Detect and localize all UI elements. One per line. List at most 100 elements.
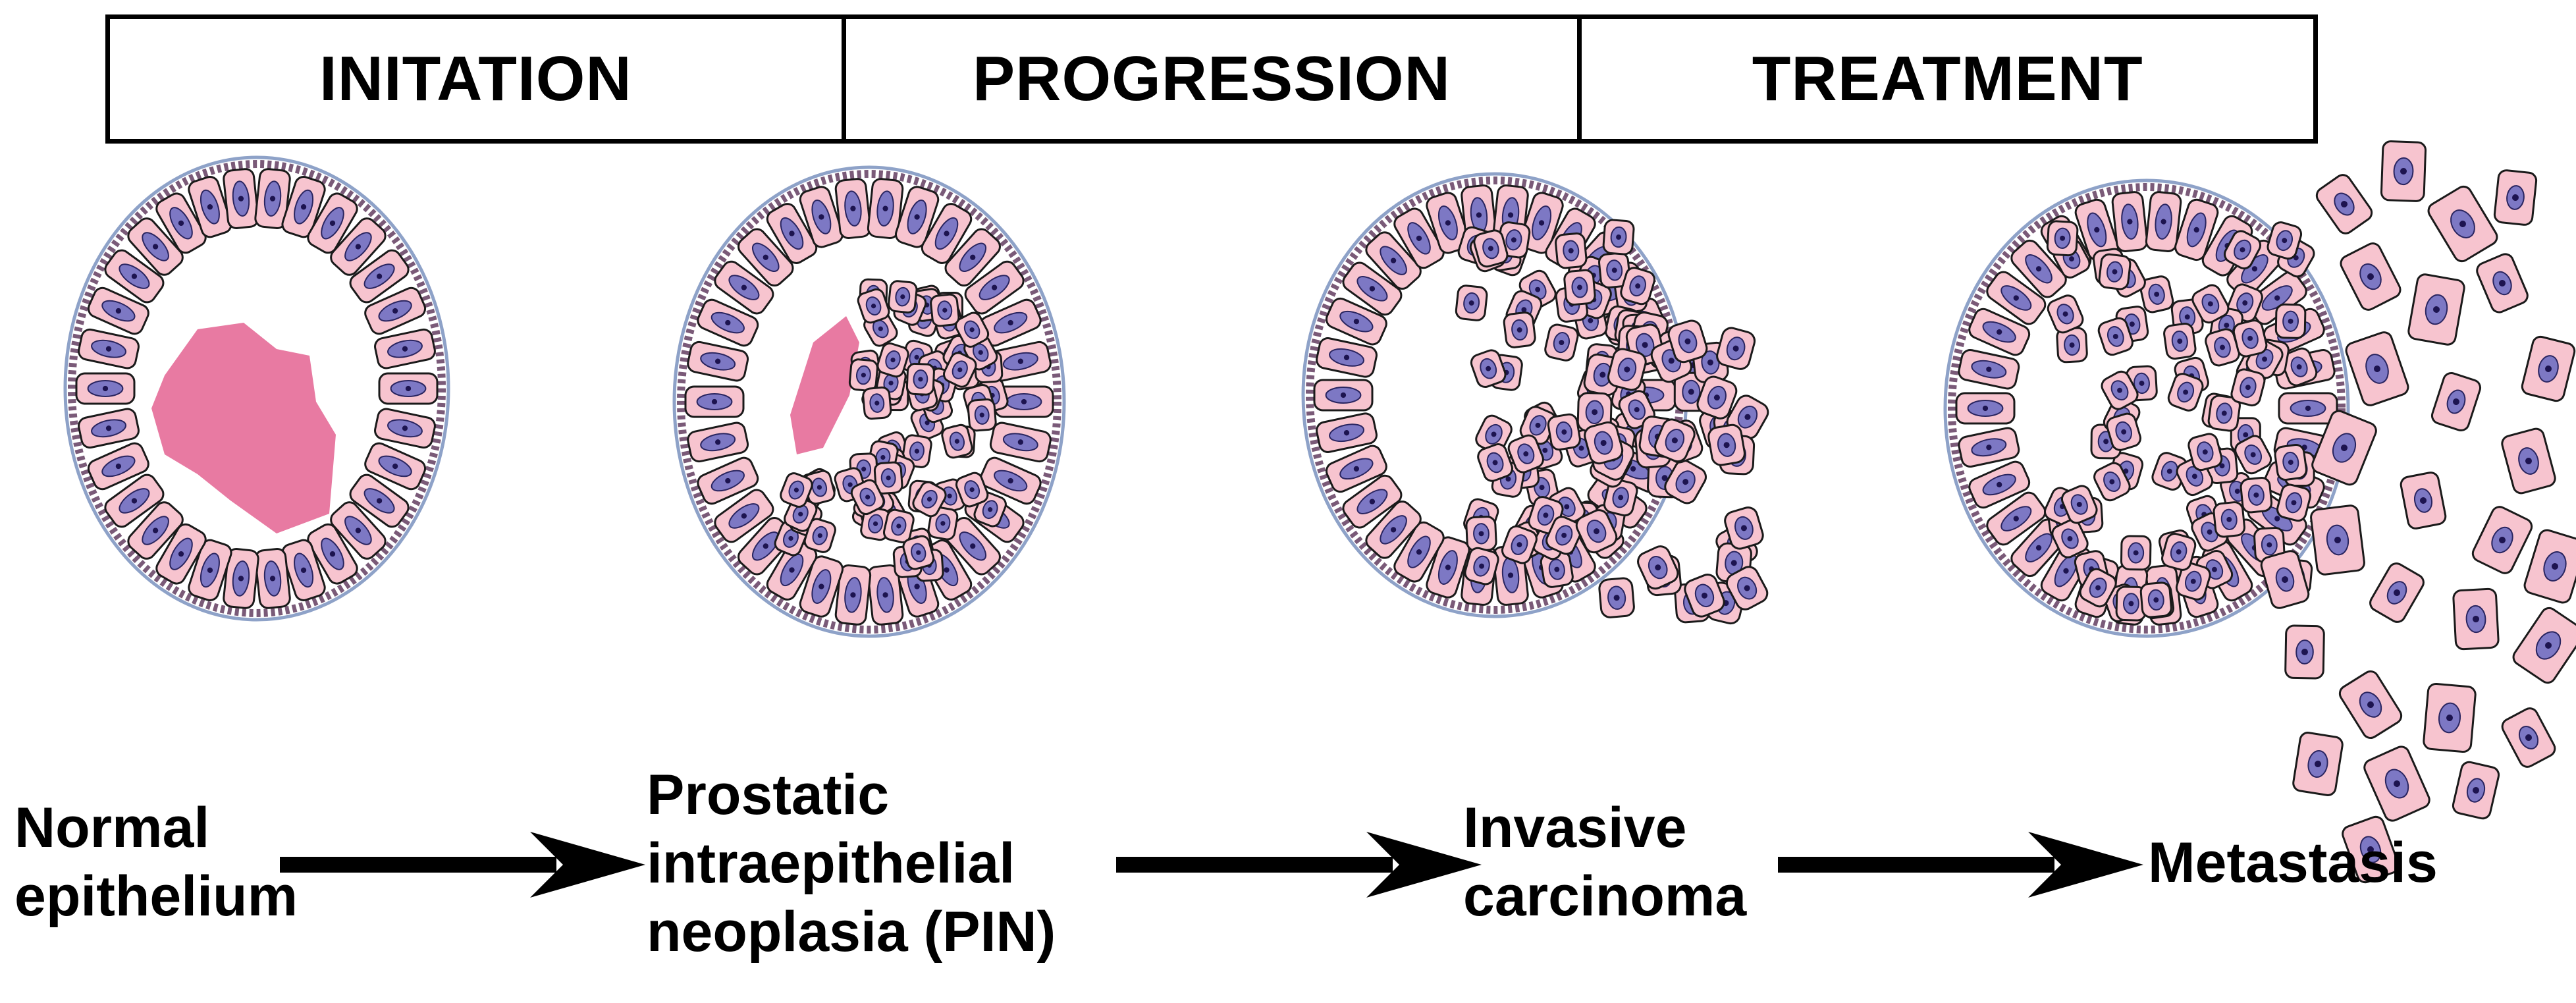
epithelial-cell: [78, 408, 140, 449]
epithelial-cell: [87, 286, 149, 335]
epithelial-cell: [799, 186, 844, 248]
epithelial-cell: [867, 564, 904, 626]
phase-progression: PROGRESSION: [841, 19, 1578, 139]
epithelial-cell: [1313, 379, 1374, 412]
epithelial-cell: [254, 548, 291, 609]
epithelial-cell: [2098, 253, 2132, 290]
epithelial-cell: [2047, 294, 2084, 334]
epithelial-cell: [307, 192, 358, 254]
metastatic-cell: [2315, 174, 2373, 234]
metastatic-cell: [2521, 335, 2576, 402]
epithelial-cell: [349, 474, 410, 528]
epithelial-cell: [2161, 533, 2197, 571]
metastatic-cell: [2342, 815, 2400, 884]
epithelial-cell: [944, 228, 1001, 287]
metastatic-cell: [2512, 607, 2576, 684]
epithelial-cell: [873, 461, 903, 495]
epithelial-cell: [2230, 368, 2266, 407]
metastatic-cell: [2310, 504, 2365, 576]
epithelial-cell: [860, 506, 891, 541]
epithelial-cell: [1664, 459, 1707, 504]
pin-illustration: [672, 165, 1066, 638]
epithelial-cell: [1544, 323, 1579, 362]
epithelial-cell: [1540, 551, 1574, 588]
metastatic-cell: [2523, 529, 2576, 604]
stage-label-normal: Normal epithelium: [14, 796, 298, 928]
phase-initiation: INITATION: [319, 43, 632, 114]
epithelial-cell: [1598, 252, 1631, 288]
metastatic-cell: [2380, 140, 2427, 202]
epithelial-cell: [2274, 443, 2307, 481]
epithelial-cell: [1986, 271, 2047, 325]
epithelial-cell: [1503, 312, 1536, 348]
epithelial-cell: [857, 288, 890, 324]
epithelial-cell: [1716, 327, 1756, 370]
metastatic-cell: [2423, 682, 2477, 753]
epithelial-cell: [2097, 317, 2133, 356]
epithelial-cell: [697, 456, 759, 505]
epithelial-cell: [188, 176, 232, 238]
lumen-secretion: [790, 316, 859, 454]
epithelial-cell: [2278, 392, 2338, 425]
epithelial-cell: [1955, 392, 2016, 425]
epithelial-cell: [2120, 535, 2152, 571]
epithelial-cell: [964, 260, 1025, 315]
epithelial-cell: [1325, 445, 1387, 493]
epithelial-cell: [364, 286, 427, 335]
epithelial-cell: [2205, 328, 2240, 367]
epithelial-cell: [127, 501, 184, 560]
metastatic-cell: [2363, 745, 2430, 822]
epithelial-cell: [2191, 284, 2230, 324]
epithelial-cell: [803, 470, 836, 505]
epithelial-cell: [223, 168, 259, 229]
epithelial-cell: [714, 260, 774, 315]
epithelial-cell: [1365, 501, 1422, 559]
epithelial-cell: [1575, 509, 1618, 554]
epithelial-cell: [1393, 207, 1445, 269]
epithelial-cell: [780, 472, 813, 508]
epithelial-cell: [2111, 191, 2149, 252]
epithelial-cell: [848, 358, 878, 392]
epithelial-cell: [979, 298, 1042, 347]
epithelial-cell: [894, 186, 940, 248]
epithelial-cell: [1426, 192, 1470, 254]
metastatic-cell: [2284, 624, 2325, 680]
epithelial-cell: [1475, 414, 1513, 454]
epithelial-cell: [1576, 392, 1613, 433]
epithelial-cell: [921, 203, 973, 264]
epithelial-cell: [2276, 483, 2311, 522]
invasive-carcinoma-illustration: [1301, 172, 1769, 625]
epithelial-cell: [1584, 421, 1624, 465]
epithelial-cell: [967, 398, 997, 432]
epithelial-cell: [1724, 506, 1764, 550]
epithelial-cell: [1393, 521, 1445, 583]
epithelial-cell: [930, 293, 960, 327]
epithelial-cell: [1473, 229, 1509, 268]
epithelial-cell: [364, 442, 427, 491]
epithelial-cell: [766, 539, 818, 601]
epithelial-cell: [1563, 269, 1596, 306]
epithelial-cell: [1555, 232, 1588, 269]
epithelial-cell: [687, 421, 749, 463]
epithelial-cell: [2163, 323, 2197, 360]
epithelial-cell: [1667, 319, 1708, 364]
epithelial-cell: [1316, 337, 1378, 378]
epithelial-cell: [1607, 348, 1647, 391]
epithelial-cell: [155, 523, 207, 585]
epithelial-cell: [330, 501, 387, 560]
stage-label-metastasis: Metastasis: [2148, 831, 2438, 894]
arrow-right-icon: [280, 832, 645, 898]
epithelial-cell: [1507, 434, 1544, 474]
epithelial-cell: [1470, 349, 1507, 388]
epithelial-cell: [902, 535, 935, 570]
epithelial-cell: [994, 385, 1054, 418]
epithelial-cell: [927, 506, 959, 541]
epithelial-cell: [905, 362, 935, 396]
epithelial-cell: [2267, 221, 2303, 260]
epithelial-cell: [2074, 198, 2119, 261]
epithelial-cell: [1637, 545, 1679, 590]
metastatic-cell: [2345, 331, 2409, 406]
epithelial-cell: [1968, 308, 2031, 356]
epithelial-cell: [944, 516, 1001, 576]
